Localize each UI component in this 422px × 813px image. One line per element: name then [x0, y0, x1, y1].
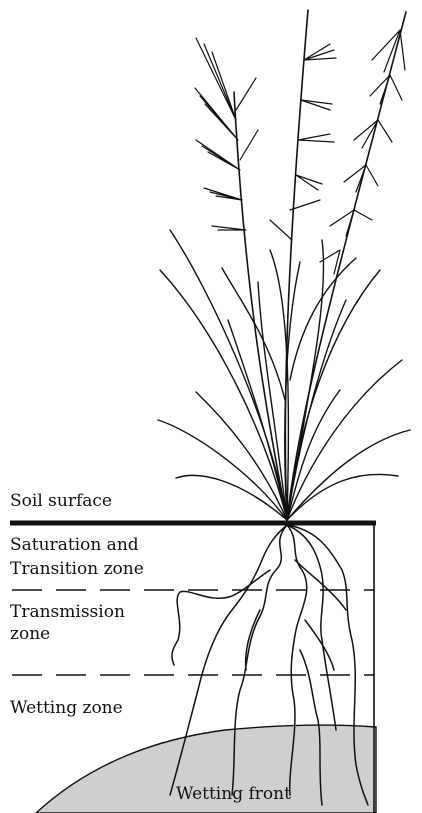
- transmission-zone-label-line2: zone: [10, 624, 50, 644]
- saturation-zone-label-line1: Saturation and: [10, 535, 139, 555]
- soil-surface-label: Soil surface: [10, 491, 112, 511]
- wetting-front-label: Wetting front: [176, 784, 291, 804]
- transmission-zone-label-line1: Transmission: [10, 602, 125, 622]
- saturation-zone-label-line2: Transition zone: [10, 559, 144, 579]
- wetting-zone-label: Wetting zone: [10, 698, 123, 718]
- stem-right: [287, 12, 406, 520]
- grass-plant: [158, 10, 410, 520]
